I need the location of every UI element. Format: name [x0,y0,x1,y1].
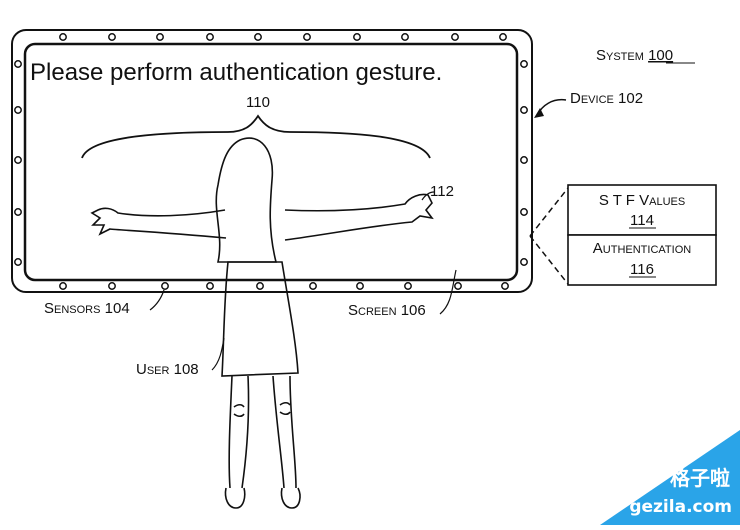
device-outer-frame [11,29,533,293]
sensor-dots [14,33,528,290]
watermark-url-text: gezila.com [629,497,732,517]
hand-leader [421,191,435,201]
watermark-ribbon-shape [600,430,740,525]
user-leader [211,337,225,371]
authentication-label: Authentication [593,240,691,257]
gesture-number: 110 [246,94,270,111]
watermark-ribbon [600,430,740,525]
watermark: 格子啦 gezila.com [590,430,740,525]
stf-values-label: S T F Values [599,192,685,209]
system-label: System 100 [596,47,673,64]
watermark-cn-text: 格子啦 [670,466,730,490]
screen-leader [439,269,457,315]
authentication-number: 116 [630,261,654,278]
sensors-leader [149,289,165,311]
screen-message: Please perform authentication gesture. [30,59,442,86]
screen-label: Screen 106 [348,302,426,319]
user-label: User 108 [136,361,199,378]
device-label: Device 102 [570,90,643,107]
sensors-label: Sensors 104 [44,300,130,317]
device-arrowhead [534,108,544,118]
stf-values-box [567,184,717,236]
stf-values-number: 114 [630,212,654,229]
hand-number: 112 [430,183,454,200]
panel-connector [529,187,569,285]
screen-frame [23,42,519,282]
device-arrow [537,98,567,115]
gesture-brace [81,114,431,159]
user-figure [90,137,434,509]
